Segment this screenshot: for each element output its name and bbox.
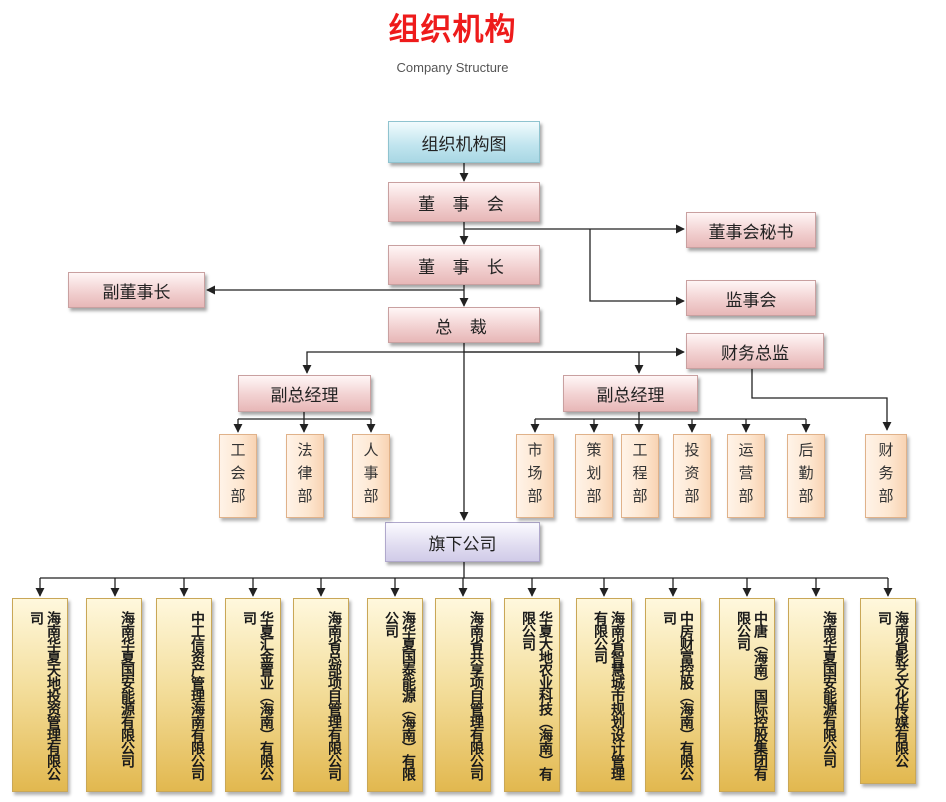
dept-hr: 人事部 (352, 434, 390, 518)
node-vice-chairman: 副董事长 (68, 272, 205, 308)
company-card: 中工信资产管理海南有限公司 (156, 598, 212, 792)
arrow-to-vp-right (464, 351, 644, 374)
page-subtitle: Company Structure (396, 60, 509, 75)
node-supervisory-board: 监事会 (686, 280, 816, 316)
node-board: 董 事 会 (388, 182, 540, 222)
dept-marketing: 市场部 (516, 434, 554, 518)
dept-engineering: 工程部 (621, 434, 659, 518)
dept-planning: 策划部 (575, 434, 613, 518)
company-card: 海南省智慧城市规划设计管理有限公司 (576, 598, 632, 792)
dept-logistics: 后勤部 (787, 434, 825, 518)
page-title: 组织机构 (388, 12, 517, 48)
node-president: 总 裁 (388, 307, 540, 343)
node-chairman: 董 事 长 (388, 245, 540, 285)
company-card: 海南华夏国安能源有限公司 (788, 598, 844, 792)
company-card: 海南省总部项目管理有限公司 (293, 598, 349, 792)
arrow-to-finance-dept (751, 368, 892, 431)
dept-finance: 财务部 (865, 434, 907, 518)
company-card: 华夏大地农业科技（海南）有限公司 (504, 598, 560, 792)
company-card: 海华夏国泰能源（海南）有限公司 (367, 598, 423, 792)
node-board-secretary: 董事会秘书 (686, 212, 816, 248)
arrow-to-supervisory (589, 229, 685, 306)
node-subsidiaries: 旗下公司 (385, 522, 540, 562)
company-card: 海南华夏国安能源有限公司 (86, 598, 142, 792)
node-chart-root: 组织机构图 (388, 121, 540, 163)
node-vp-left: 副总经理 (238, 375, 371, 412)
dept-legal: 法律部 (286, 434, 324, 518)
dept-investment: 投资部 (673, 434, 711, 518)
company-card: 海南华夏天地投资管理有限公司 (12, 598, 68, 792)
company-card: 海南省影艺文化传媒有限公司 (860, 598, 916, 784)
arrow-to-vp-left (302, 351, 464, 374)
company-card: 中唐（海南）国际控股集团有限公司 (719, 598, 775, 792)
dept-operations: 运营部 (727, 434, 765, 518)
node-vp-right: 副总经理 (563, 375, 698, 412)
company-card: 中房财富控股（海南）有限公司 (645, 598, 701, 792)
company-card: 海南省共享项目管理有限公司 (435, 598, 491, 792)
company-card: 华夏汇金置业（海南）有限公司 (225, 598, 281, 792)
node-finance-director: 财务总监 (686, 333, 824, 369)
dept-union: 工会部 (219, 434, 257, 518)
